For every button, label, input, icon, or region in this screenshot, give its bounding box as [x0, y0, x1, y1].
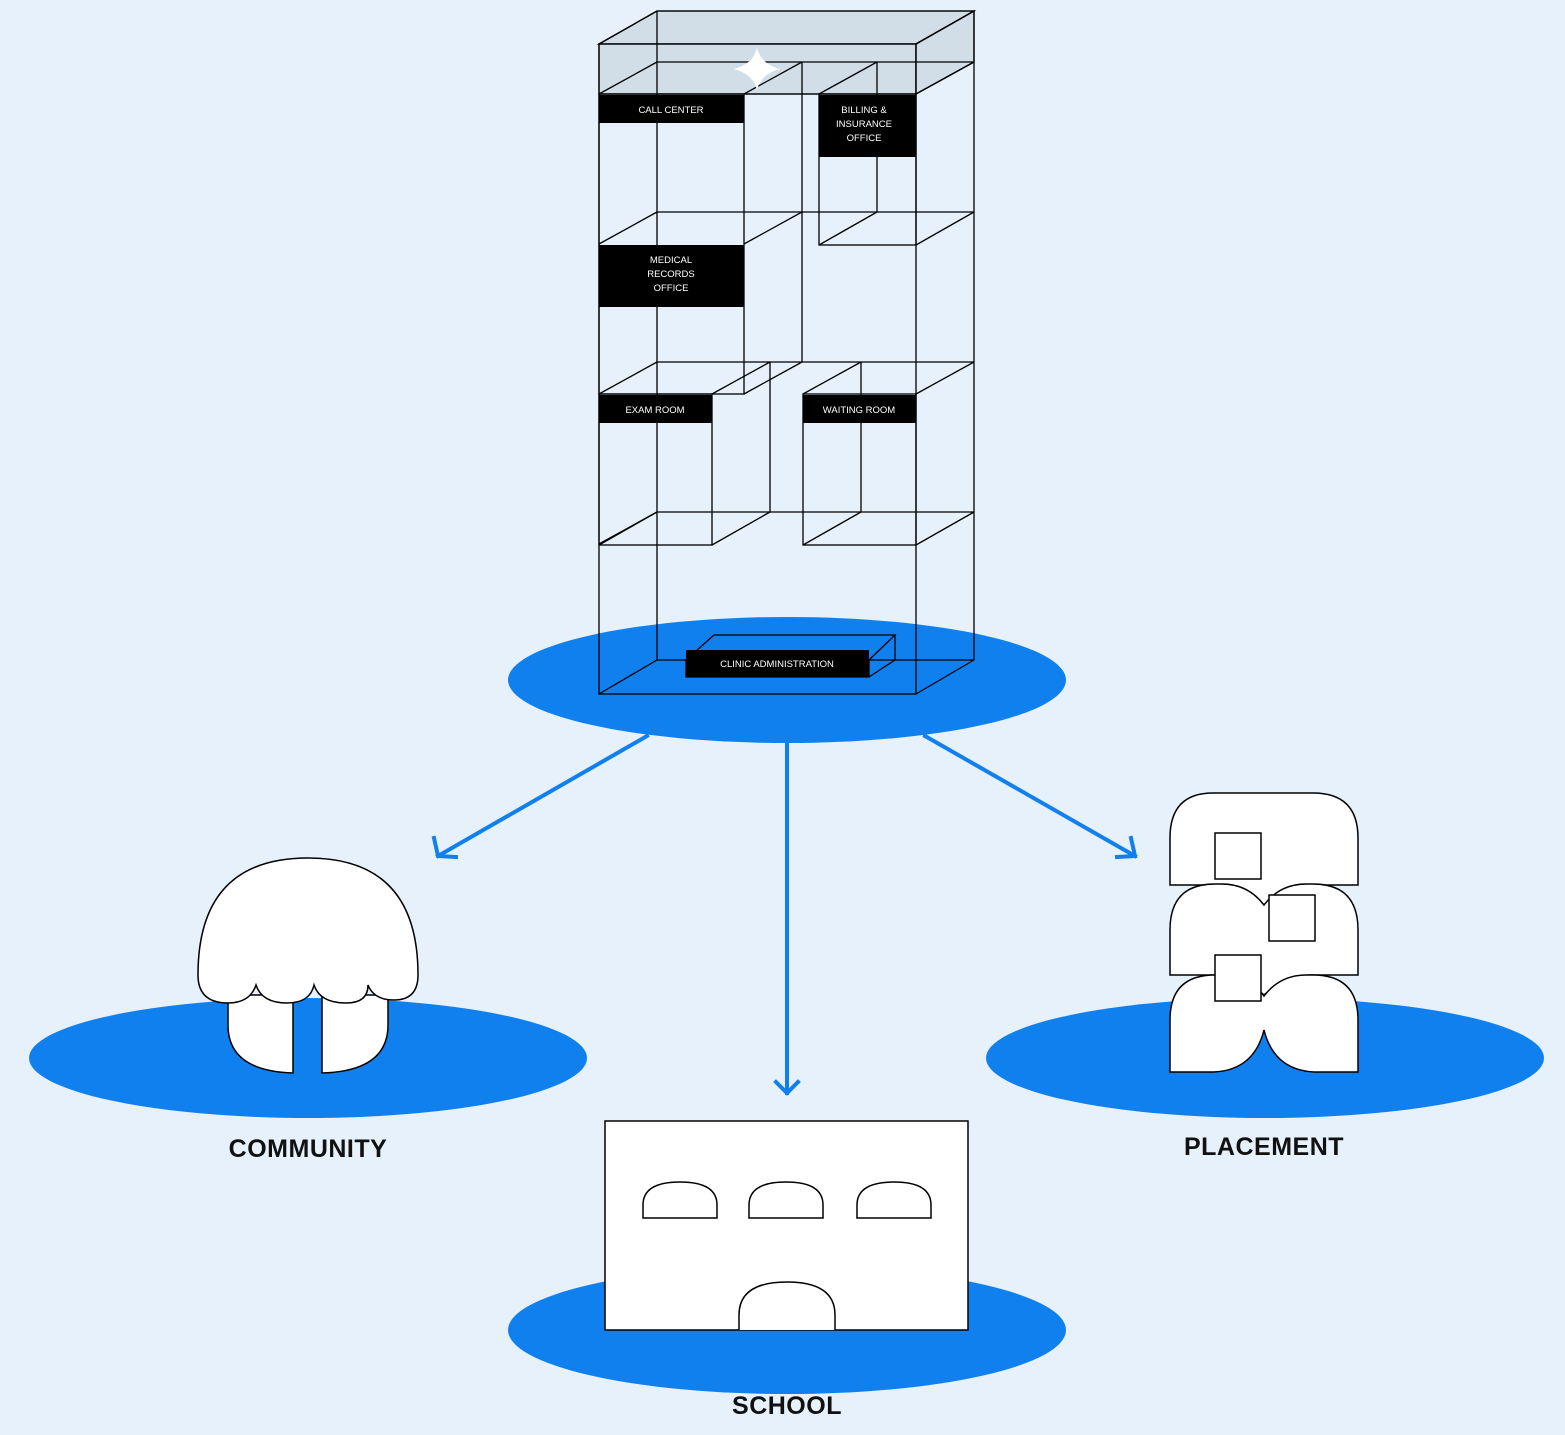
clinic-platform [508, 617, 1066, 743]
destination-label-community: COMMUNITY [228, 1135, 388, 1163]
svg-text:EXAM ROOM: EXAM ROOM [625, 405, 684, 416]
room-label-waiting-room: WAITING ROOM [803, 395, 916, 423]
svg-text:RECORDS: RECORDS [647, 269, 695, 280]
svg-text:WAITING ROOM: WAITING ROOM [823, 405, 896, 416]
sparkle-icon [734, 48, 780, 90]
placement-platform [986, 998, 1544, 1118]
svg-text:BILLING &: BILLING & [841, 105, 887, 116]
svg-text:CLINIC ADMINISTRATION: CLINIC ADMINISTRATION [720, 659, 834, 670]
room-label-billing-insurance: BILLING & INSURANCE OFFICE [819, 95, 916, 157]
room-label-exam-room: EXAM ROOM [599, 395, 712, 423]
community-mushroom-icon [197, 857, 419, 1074]
community-platform [29, 998, 587, 1118]
room-label-clinic-administration: CLINIC ADMINISTRATION [686, 650, 869, 677]
placement-building-icon [1169, 792, 1359, 1073]
arrow-to-placement [922, 733, 1138, 859]
school-building-icon [604, 1120, 969, 1331]
svg-text:CALL CENTER: CALL CENTER [638, 105, 703, 116]
arrowhead-placement [1114, 835, 1138, 860]
svg-text:INSURANCE: INSURANCE [836, 119, 892, 130]
room-label-call-center: CALL CENTER [599, 95, 744, 123]
destination-label-placement: PLACEMENT [1183, 1133, 1345, 1161]
arrowhead-school [773, 1079, 801, 1096]
room-label-medical-records: MEDICAL RECORDS OFFICE [599, 245, 744, 307]
svg-text:OFFICE: OFFICE [847, 133, 882, 144]
destination-label-school: SCHOOL [732, 1392, 842, 1420]
svg-text:MEDICAL: MEDICAL [650, 255, 692, 266]
arrowhead-community [431, 835, 459, 860]
svg-text:OFFICE: OFFICE [654, 283, 689, 294]
arrow-to-community [435, 733, 650, 859]
arrow-icon [431, 733, 1138, 1096]
